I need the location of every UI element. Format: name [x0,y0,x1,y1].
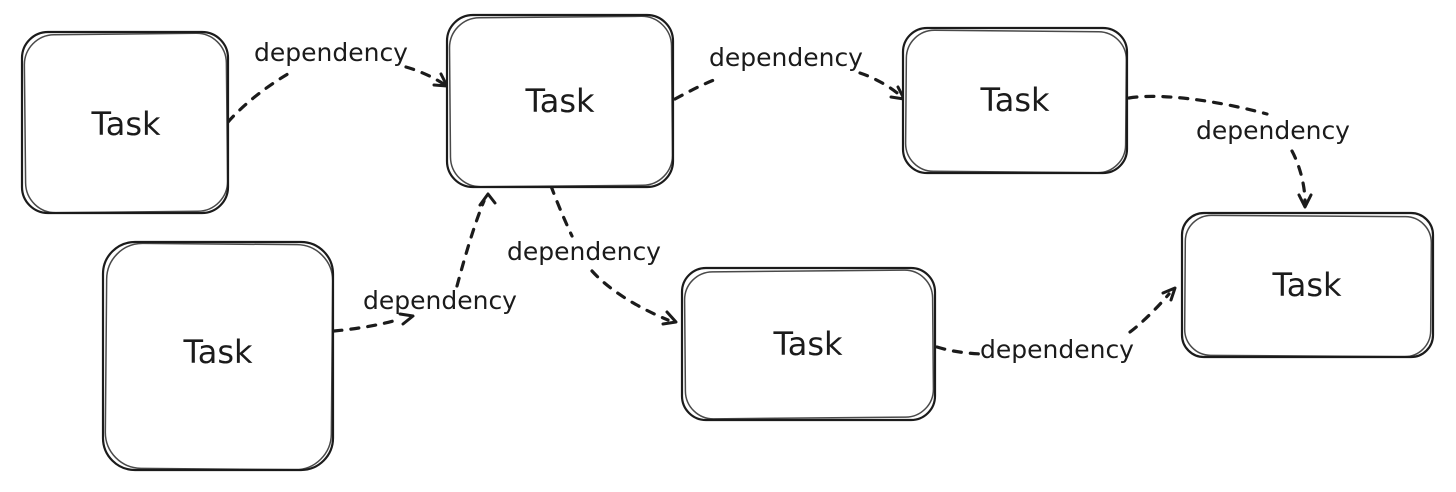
dependency-edge-task5-task6[interactable]: dependency [935,286,1177,364]
edge-dash-segment [455,199,486,288]
task-node-6[interactable]: Task [1180,211,1435,359]
arrowhead-icon [1297,193,1313,209]
edge-dash-segment [935,345,983,356]
dependency-edge-task1-task3[interactable]: dependency [226,38,449,124]
task-node-2[interactable]: Task [101,240,335,472]
node-outline-sketch [448,15,674,188]
dependency-edge-task2-task3[interactable]: dependency [332,192,517,333]
node-label: Task [524,82,595,120]
node-label: Task [1271,266,1342,304]
edge-label[interactable]: dependency [254,38,408,67]
task-node-1[interactable]: Task [20,30,230,215]
node-label: Task [979,81,1050,119]
task-node-5[interactable]: Task [680,266,937,422]
edge-dash-segment [404,65,447,87]
node-label: Task [90,105,161,143]
edge-dash-segment [549,184,574,238]
node-label: Task [182,333,253,371]
edge-dash-segment [590,269,670,322]
node-outline-sketch [683,269,935,420]
node-outline-sketch [1183,214,1433,358]
edge-dash-segment [673,76,721,101]
node-outline [101,240,335,472]
arrowhead-icon [398,312,415,326]
edge-label[interactable]: dependency [363,286,517,315]
arrowhead-icon [661,310,678,326]
node-outline-sketch [23,32,229,214]
edge-dash-segment [1290,149,1307,204]
node-outline-sketch [104,242,334,471]
node-outline [680,266,937,422]
arrowhead-icon [478,192,497,207]
task-node-4[interactable]: Task [901,26,1129,175]
edge-label[interactable]: dependency [980,335,1134,364]
edge-label[interactable]: dependency [709,43,863,72]
task-node-3[interactable]: Task [445,13,675,189]
node-outline-sketch [904,29,1128,174]
node-outline [901,26,1129,175]
node-outline [445,13,675,189]
edge-dash-segment [1127,94,1269,116]
node-label: Task [772,325,843,363]
edge-dash-segment [858,71,904,99]
dependency-edge-task4-task6[interactable]: dependency [1127,94,1350,209]
dependency-edge-task3-task4[interactable]: dependency [673,43,906,101]
edge-label[interactable]: dependency [1196,116,1350,145]
node-outline [20,30,230,215]
dependency-edge-task3-task5[interactable]: dependency [507,184,678,326]
edge-dash-segment [1128,292,1171,334]
edge-label[interactable]: dependency [507,237,661,266]
node-outline [1180,211,1435,359]
edge-dash-segment [226,69,295,124]
edge-dash-segment [332,317,402,333]
arrowhead-icon [1161,286,1177,302]
